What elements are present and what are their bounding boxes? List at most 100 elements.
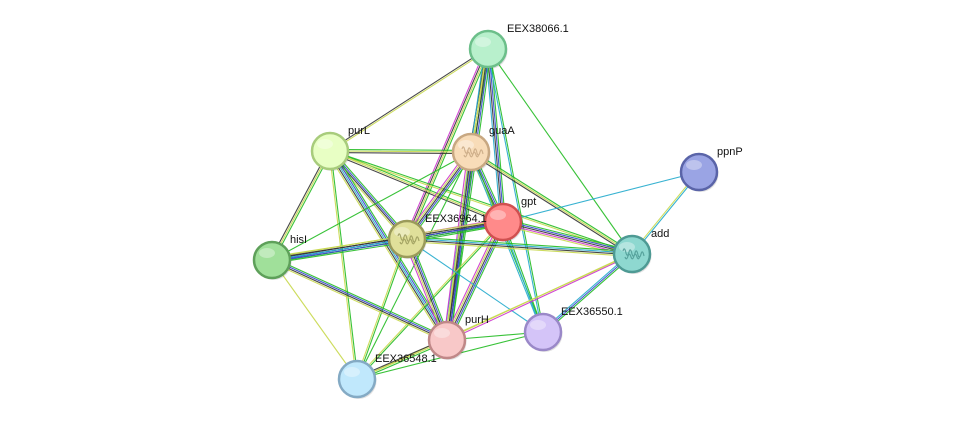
node-highlight [394, 227, 410, 237]
edge-strand-cyan [501, 222, 543, 333]
edge-strand-black [328, 151, 447, 342]
edge-strand-green [449, 49, 492, 341]
node-highlight [317, 139, 333, 149]
node-circle[interactable] [427, 320, 467, 360]
edge-strand-cyan [407, 237, 633, 254]
edge-strand-blue [272, 240, 408, 263]
node-purh[interactable]: purH [427, 314, 489, 360]
edge-eex36964-1-add [406, 236, 633, 257]
edge-eex36964-1-hisi [271, 235, 408, 264]
node-circle[interactable] [679, 152, 719, 192]
node-highlight [490, 210, 506, 220]
edge-strand-green [503, 218, 633, 252]
edge-strand-yellow [444, 151, 470, 340]
edge-strand-black [271, 236, 407, 259]
edge-strand-blue [330, 150, 409, 239]
edge-strand-yellow [329, 150, 504, 223]
node-circle[interactable] [310, 131, 350, 171]
edge-strand-black [328, 151, 407, 240]
node-eex36964-1[interactable]: EEX36964.1 [387, 213, 487, 259]
protein-structure-icon [397, 233, 420, 245]
edge-strand-green [408, 49, 491, 241]
node-ppnp[interactable]: ppnP [679, 146, 743, 192]
node-circle[interactable] [337, 359, 377, 399]
edge-strand-cyan [469, 152, 543, 333]
edge-strand-green [272, 151, 332, 262]
edge-strand-magenta [447, 254, 633, 342]
node-eex36548-1[interactable]: EEX36548.1 [337, 353, 437, 399]
node-highlight [530, 320, 546, 330]
edge-strand-blue [488, 48, 505, 222]
protein-structure-icon [461, 146, 484, 158]
edge-eex38066-1-eex36964-1 [404, 47, 491, 241]
edge-strand-yellow [326, 152, 445, 342]
edge-hisi-eex36548-1 [271, 259, 358, 380]
edge-strand-black [329, 152, 471, 155]
node-add[interactable]: add [612, 228, 669, 274]
edge-strand-green [271, 151, 472, 261]
edge-ppnp-gpt [502, 171, 700, 223]
node-circle[interactable] [468, 29, 508, 69]
edge-strand-yellow [328, 151, 357, 380]
edge-strand-yellow [271, 259, 358, 380]
edge-strand-green [449, 152, 475, 341]
edge-strand-cyan [502, 171, 700, 223]
node-highlight [259, 248, 275, 258]
edge-guaa-hisi [271, 151, 472, 261]
node-label: ppnP [717, 146, 743, 158]
edge-strand-yellow [329, 150, 472, 153]
edge-strand-green [357, 222, 504, 380]
edge-strand-yellow [270, 261, 447, 343]
edge-strand-blue [542, 253, 633, 333]
node-guaa[interactable]: guaA [451, 125, 515, 172]
node-purl[interactable]: purL [310, 125, 370, 171]
node-circle[interactable] [252, 240, 292, 280]
edge-strand-green [487, 48, 633, 255]
edge-strand-blue [272, 258, 448, 340]
edge-strand-cyan [486, 49, 543, 333]
edge-strand-magenta [443, 220, 501, 339]
node-circle[interactable] [523, 312, 563, 352]
edge-strand-green [272, 241, 408, 264]
edge-purl-eex36964-1 [327, 149, 410, 241]
edge-strand-green [272, 257, 449, 339]
edge-strand-green [330, 149, 633, 254]
edge-strand-green [331, 149, 410, 238]
edge-strand-magenta [443, 151, 469, 340]
edge-strand-black [446, 221, 504, 341]
edge-strand-green [471, 150, 634, 254]
edge-strand-cyan [271, 238, 408, 261]
edge-strand-yellow [271, 150, 331, 261]
edge-guaa-add [469, 150, 634, 256]
node-hisi[interactable]: hisI [252, 234, 307, 280]
edge-strand-green [543, 254, 634, 334]
edge-strand-black [469, 152, 632, 256]
edge-strand-yellow [445, 221, 503, 340]
edge-strand-black [406, 239, 632, 256]
node-eex38066-1[interactable]: EEX38066.1 [468, 23, 569, 69]
node-highlight [344, 367, 360, 377]
node-eex36550-1[interactable]: EEX36550.1 [523, 306, 623, 352]
node-circle[interactable] [483, 202, 523, 242]
node-highlight [619, 242, 635, 252]
node-label: purH [465, 314, 489, 326]
edge-eex38066-1-eex36550-1 [486, 48, 545, 333]
edge-strand-blue [503, 219, 633, 253]
edge-strand-yellow [407, 49, 490, 240]
edge-hisi-purh [270, 257, 449, 343]
node-label: hisI [290, 234, 307, 246]
node-label: EEX36548.1 [375, 353, 437, 365]
edge-strand-black [329, 151, 503, 224]
edge-strand-yellow [271, 235, 407, 258]
edge-strand-green [330, 150, 359, 379]
edge-strand-black [271, 260, 447, 342]
edge-gpt-eex36550-1 [501, 221, 545, 333]
edge-strand-cyan [485, 49, 502, 223]
edge-strand-black [329, 47, 488, 151]
edge-strand-yellow [356, 253, 633, 380]
edge-strand-black [270, 149, 330, 260]
edge-strand-yellow [327, 152, 406, 241]
node-gpt[interactable]: gpt [483, 196, 536, 242]
edge-strand-black [446, 151, 472, 341]
edge-add-eex36550-1 [541, 252, 634, 334]
